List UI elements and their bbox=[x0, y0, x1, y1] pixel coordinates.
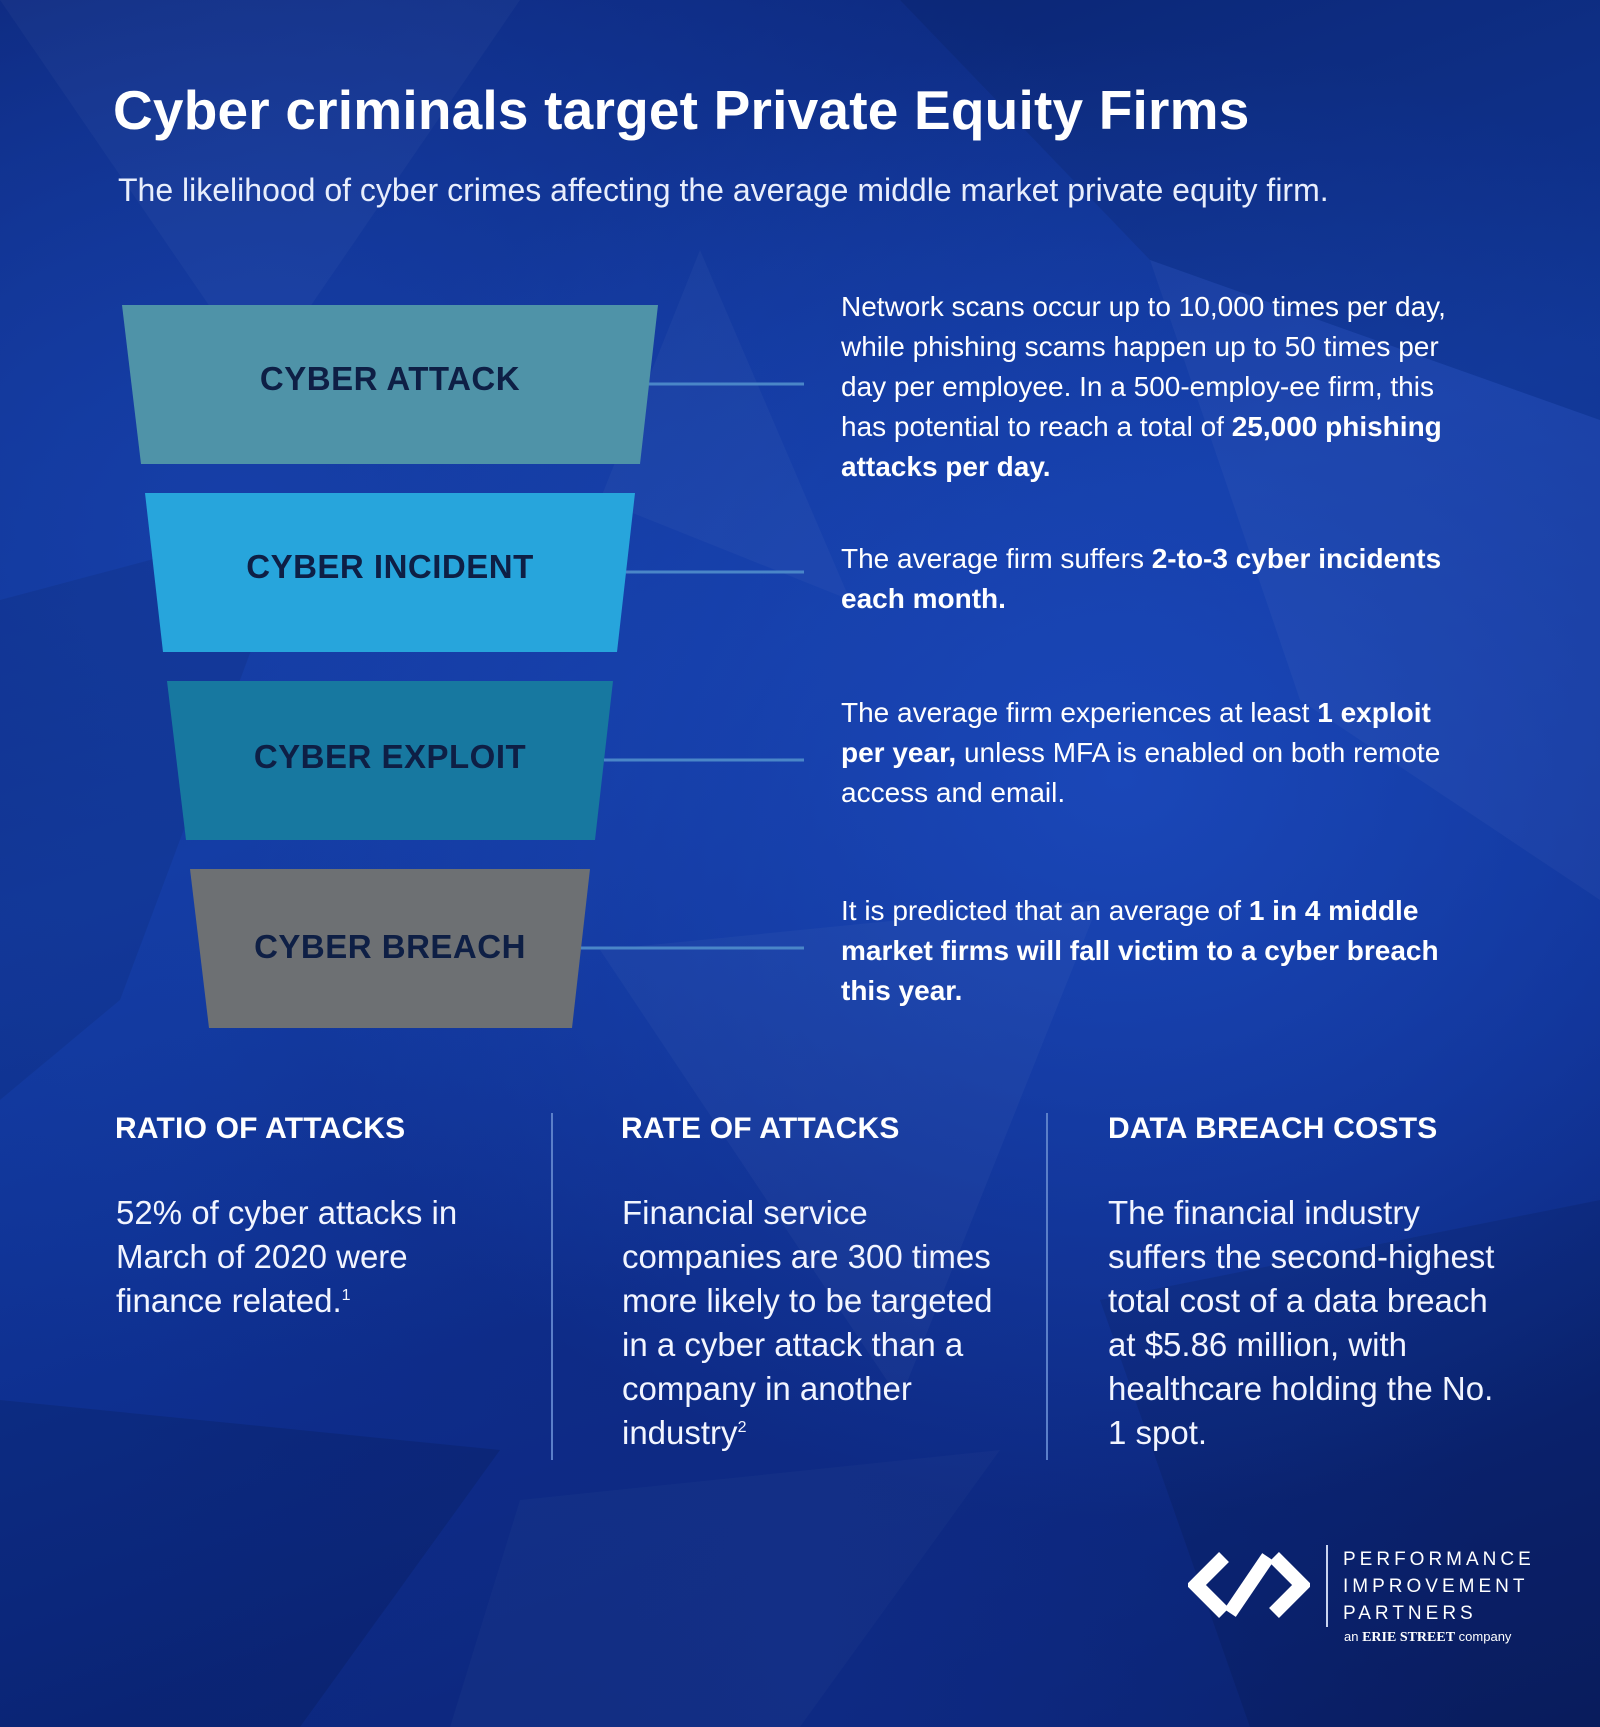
stage-shape-breach bbox=[190, 869, 590, 1028]
tag-brand: ERIE STREET bbox=[1362, 1630, 1456, 1645]
stat-text-costs: The financial industry suffers the secon… bbox=[1108, 1194, 1495, 1451]
footnote-marker: 2 bbox=[737, 1419, 747, 1436]
stage-shape-incident bbox=[145, 493, 635, 652]
stat-body-costs: The financial industry suffers the secon… bbox=[1108, 1191, 1503, 1455]
stage-label-breach: CYBER BREACH bbox=[254, 928, 526, 965]
highlight-text: 25,000 phishing attacks per day. bbox=[841, 411, 1442, 482]
logo-text-line3: PARTNERS bbox=[1343, 1603, 1477, 1624]
stat-body-rate: Financial service companies are 300 time… bbox=[622, 1191, 997, 1455]
highlight-text: 2-to-3 cyber incidents each month. bbox=[841, 543, 1442, 614]
stat-title-costs: DATA BREACH COSTS bbox=[1108, 1112, 1438, 1145]
stat-text-rate: Financial service companies are 300 time… bbox=[622, 1194, 993, 1451]
footnote-marker: 1 bbox=[341, 1287, 351, 1304]
stage-shape-attack bbox=[122, 305, 658, 464]
stage-description-attack: Network scans occur up to 10,000 times p… bbox=[841, 287, 1481, 487]
funnel-diagram bbox=[122, 305, 804, 1028]
tag-prefix: an bbox=[1344, 1629, 1363, 1644]
stage-label-exploit: CYBER EXPLOIT bbox=[253, 738, 527, 775]
pip-logo-icon bbox=[1188, 1552, 1310, 1618]
stat-title-ratio: RATIO OF ATTACKS bbox=[115, 1112, 406, 1145]
page-title: Cyber criminals target Private Equity Fi… bbox=[113, 79, 1250, 141]
tag-suffix: company bbox=[1455, 1629, 1512, 1644]
logo-text-line1: PERFORMANCE bbox=[1343, 1549, 1535, 1570]
stage-label-incident: CYBER INCIDENT bbox=[246, 548, 534, 585]
description-text: Network scans occur up to 10,000 times p… bbox=[841, 291, 1446, 442]
stage-description-incident: The average firm suffers 2-to-3 cyber in… bbox=[841, 539, 1481, 619]
stat-text-ratio: 52% of cyber attacks in March of 2020 we… bbox=[116, 1194, 458, 1319]
description-text: The average firm experiences at least bbox=[841, 697, 1318, 728]
logo-divider bbox=[1326, 1545, 1328, 1627]
stage-description-breach: It is predicted that an average of 1 in … bbox=[841, 891, 1481, 1011]
stat-body-ratio: 52% of cyber attacks in March of 2020 we… bbox=[116, 1191, 476, 1323]
highlight-text: 1 in 4 middle market firms will fall vic… bbox=[841, 895, 1439, 1006]
highlight-text: 1 exploit per year, bbox=[841, 697, 1431, 768]
page-subtitle: The likelihood of cyber crimes affecting… bbox=[118, 172, 1329, 208]
stage-shape-exploit bbox=[167, 681, 613, 840]
column-divider bbox=[551, 1113, 553, 1460]
logo-text-line2: IMPROVEMENT bbox=[1343, 1576, 1529, 1597]
description-text: It is predicted that an average of bbox=[841, 895, 1249, 926]
logo-tagline: an ERIE STREET company bbox=[1344, 1629, 1511, 1646]
stat-title-rate: RATE OF ATTACKS bbox=[621, 1112, 900, 1145]
description-text: unless MFA is enabled on both remote acc… bbox=[841, 737, 1441, 808]
description-text: The average firm suffers bbox=[841, 543, 1152, 574]
column-divider bbox=[1046, 1113, 1048, 1460]
stage-description-exploit: The average firm experiences at least 1 … bbox=[841, 693, 1481, 813]
stage-label-attack: CYBER ATTACK bbox=[259, 360, 521, 397]
